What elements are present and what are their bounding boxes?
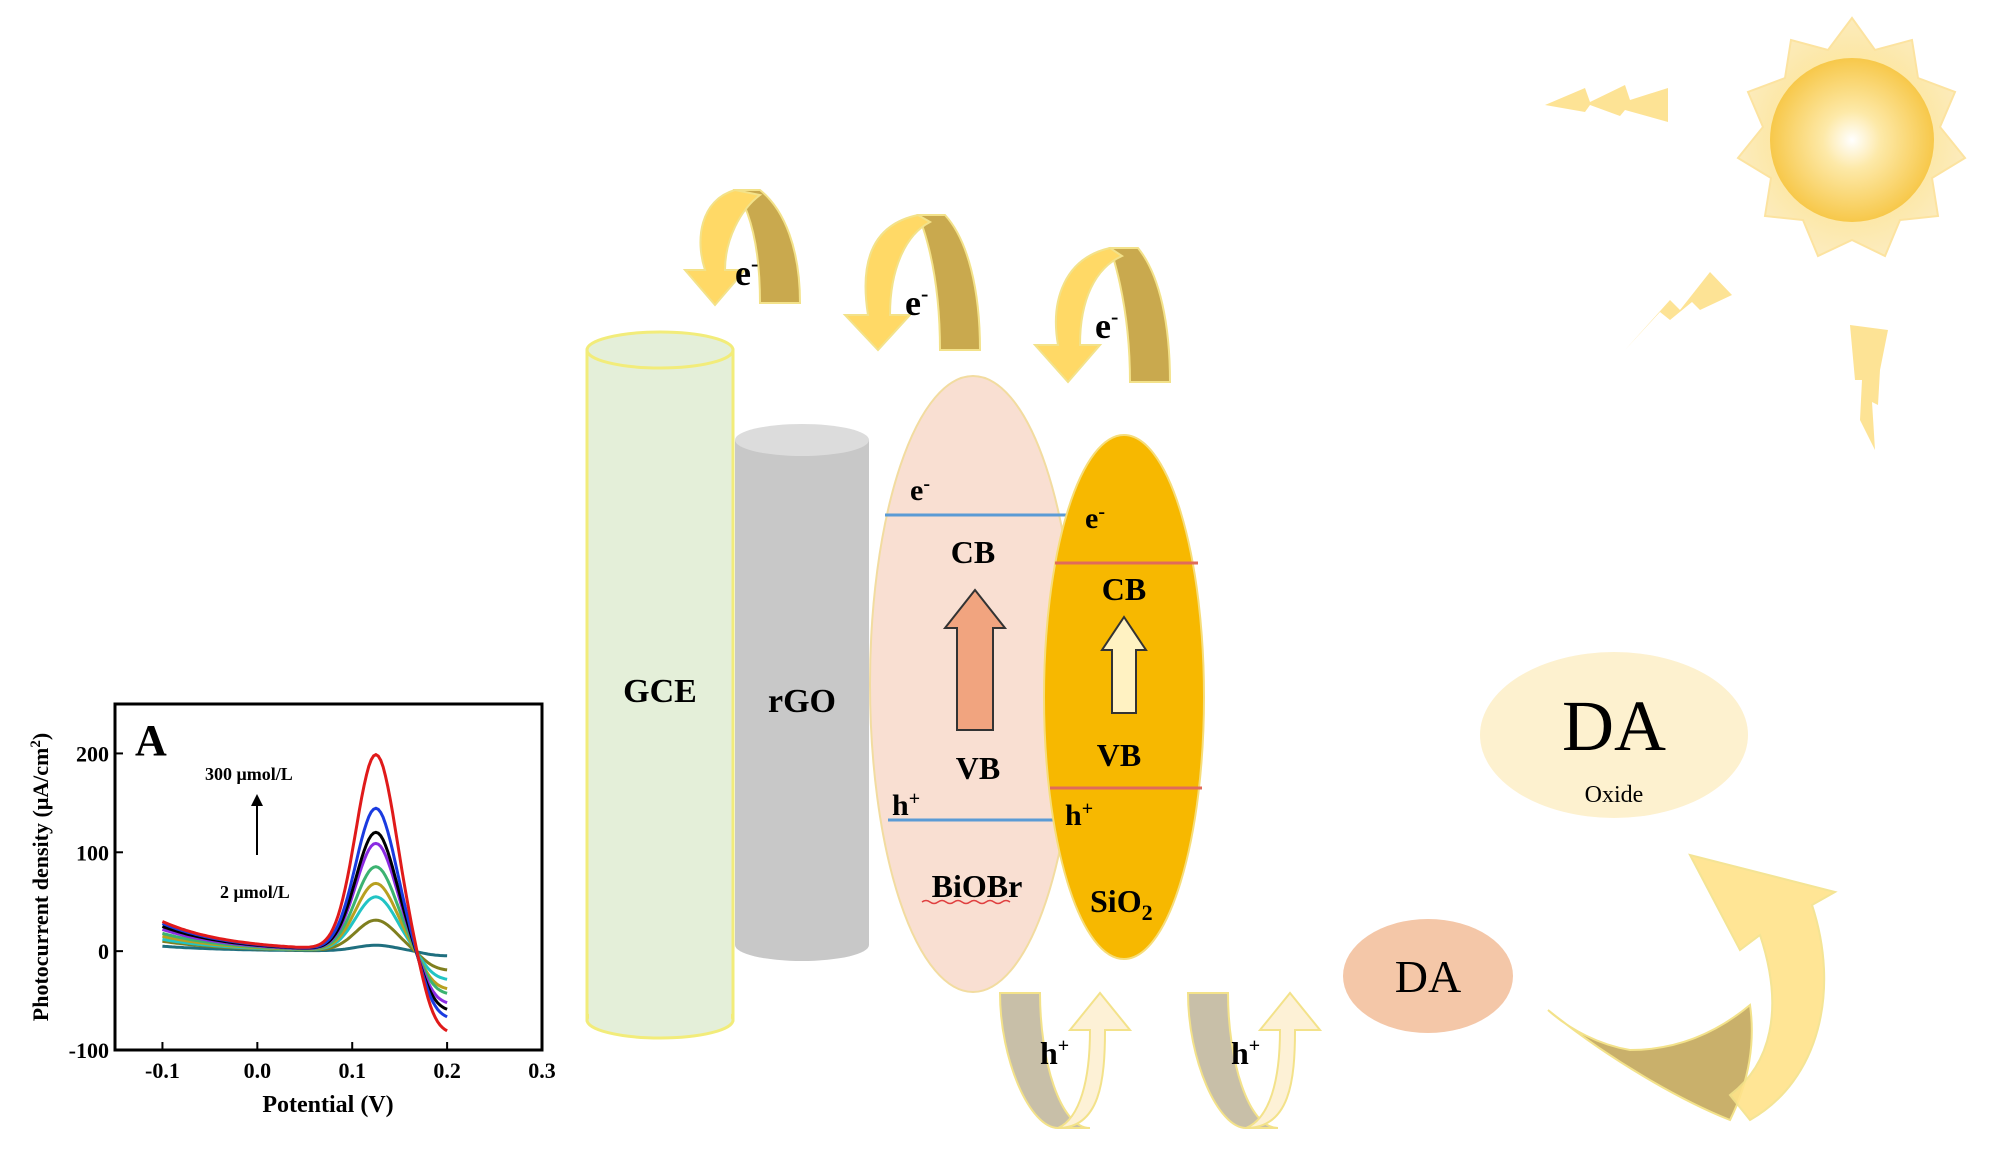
gce-electrode: GCE [585, 330, 735, 1040]
biobr-particle: e- CB VB h+ BiOBr [869, 375, 1077, 993]
hole-label-2: h+ [1231, 1035, 1260, 1071]
gce-label: GCE [623, 673, 697, 710]
biobr-electron-label: e- [910, 473, 930, 507]
chart-x-axis-label: Potential (V) [262, 1092, 393, 1118]
lightning-bolt-icon [1545, 85, 1888, 450]
chart-plot-frame [113, 702, 544, 1052]
chart-panel-a: A 300 μmol/L 2 μmol/L -0.1 0.0 0.1 0.2 0.3 -1… [28, 702, 556, 1118]
sio2-particle: e- CB VB h+ SiO2 [1043, 434, 1205, 960]
hole-transfer-arrow-1: h+ [998, 991, 1133, 1129]
biobr-cb-label: CB [951, 534, 995, 570]
da-oxide-molecule: DA Oxide [1480, 652, 1748, 818]
electron-label-1: e- [735, 251, 758, 293]
y-tick-label: 200 [76, 741, 109, 766]
biobr-excitation-arrow [942, 588, 1008, 731]
sio2-hole-label: h+ [1065, 798, 1093, 832]
hole-transfer-arrow-2: h+ [1186, 991, 1323, 1129]
biobr-vb-label: VB [956, 750, 1000, 786]
electron-transfer-arrow-3: e- [1032, 246, 1172, 384]
y-tick-label: 100 [76, 840, 109, 865]
electron-transfer-arrow-2: e- [842, 213, 982, 352]
chart-annotation-bottom: 2 μmol/L [220, 882, 290, 902]
chart-series-group [161, 752, 448, 1033]
rgo-layer: rGO [735, 424, 869, 961]
sun-icon [1736, 16, 1967, 258]
da-oxide-label: DA [1562, 686, 1666, 766]
electron-transfer-arrow-1: e- [682, 188, 802, 307]
sio2-vb-label: VB [1097, 737, 1141, 773]
biobr-label: BiOBr [932, 868, 1023, 904]
x-tick-label: 0.3 [528, 1058, 556, 1083]
y-tick-label: -100 [69, 1038, 109, 1063]
da-label: DA [1395, 951, 1461, 1002]
oxide-label: Oxide [1585, 782, 1644, 808]
sio2-label: SiO2 [1090, 883, 1153, 925]
chart-series-line [161, 752, 448, 1033]
electron-label-3: e- [1095, 304, 1118, 346]
oxidation-arrow [1547, 853, 1838, 1122]
biobr-hole-label: h+ [892, 788, 920, 822]
da-molecule: DA [1343, 919, 1513, 1033]
spellcheck-underline [921, 899, 1011, 905]
x-tick-label: -0.1 [145, 1058, 180, 1083]
chart-y-axis-label: Photocurrent density (μA/cm2) [28, 733, 53, 1021]
chart-ticks-group: -0.1 0.0 0.1 0.2 0.3 -100 0 100 200 [69, 741, 556, 1083]
electron-label-2: e- [905, 281, 928, 323]
x-tick-label: 0.1 [338, 1058, 366, 1083]
rgo-label: rGO [768, 683, 836, 720]
chart-annotation-top: 300 μmol/L [205, 764, 293, 784]
sio2-electron-label: e- [1085, 501, 1105, 535]
chart-panel-label: A [135, 716, 167, 765]
x-tick-label: 0.0 [244, 1058, 272, 1083]
x-tick-label: 0.2 [433, 1058, 461, 1083]
sio2-excitation-arrow [1100, 615, 1148, 714]
hole-label-1: h+ [1040, 1035, 1069, 1071]
y-tick-label: 0 [98, 939, 109, 964]
sio2-cb-label: CB [1102, 571, 1146, 607]
